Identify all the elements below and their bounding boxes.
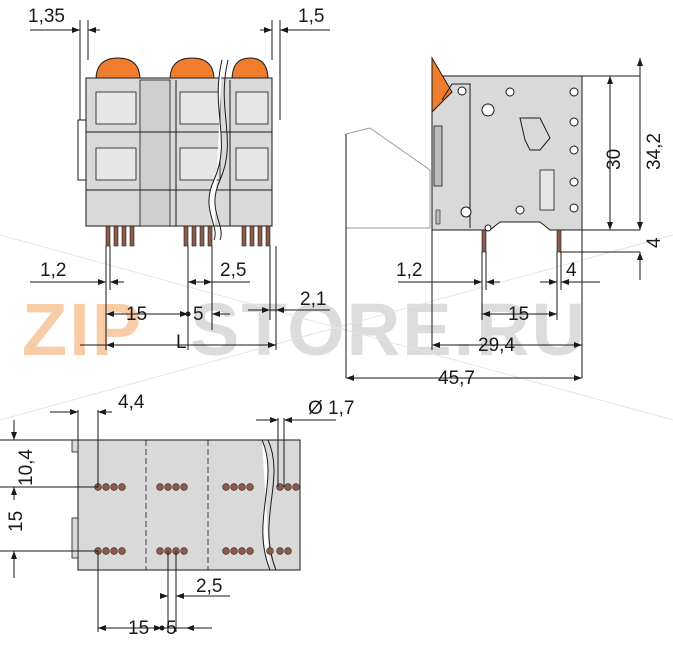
dim-edge: 2,1	[300, 289, 326, 310]
lever-3	[231, 57, 269, 81]
dim-top-left: 1,35	[28, 6, 65, 27]
pcb-dim-pitch: 15	[128, 618, 149, 639]
pcb-dim-hole-dia: Ø 1,7	[308, 398, 354, 419]
side-dim-depth: 45,7	[438, 368, 475, 389]
watermark: ZIP STORE.RU	[22, 288, 587, 371]
lever-2	[169, 57, 215, 81]
housing-side	[431, 75, 583, 231]
dim-pitch: 15	[126, 304, 147, 325]
watermark-rest: STORE.RU	[190, 288, 587, 371]
watermark-zip: ZIP	[22, 288, 143, 371]
pcb-view: 4,4 Ø 1,7 10,4 15 2,5 15 5	[0, 392, 354, 639]
dim-top-right: 1,5	[298, 6, 324, 27]
lever-side	[431, 56, 453, 114]
dim-height-body: 30	[604, 149, 625, 170]
pcb-dim-col-offset: 4,4	[118, 392, 145, 413]
lever-1	[95, 57, 141, 81]
front-view: 1,35 1,5	[28, 6, 330, 353]
dim-pin-pitch: 2,5	[220, 260, 246, 281]
dim-pin-length: 4	[644, 237, 665, 248]
front-pins	[105, 225, 271, 247]
dim-half-pitch: 5	[193, 304, 204, 325]
side-dim-pitch: 15	[508, 304, 529, 325]
side-dim-pin-offset: 1,2	[396, 260, 422, 281]
side-dim-base: 29,4	[478, 335, 515, 356]
pcb-holes	[94, 483, 300, 555]
pcb-dim-row-pitch: 15	[6, 511, 27, 532]
dim-length: L	[176, 332, 187, 353]
dim-height-total: 34,2	[644, 133, 665, 170]
pcb-dim-pin-pitch: 2,5	[196, 576, 222, 597]
pcb-dim-half-pitch: 5	[166, 618, 177, 639]
dim-pin-offset: 1,2	[40, 260, 66, 281]
pcb-dim-row-offset: 10,4	[16, 449, 37, 486]
side-dim-pin-gap: 4	[566, 260, 577, 281]
side-view: 30 34,2 4 1,2 4 15 29,4 45,7	[345, 56, 665, 389]
